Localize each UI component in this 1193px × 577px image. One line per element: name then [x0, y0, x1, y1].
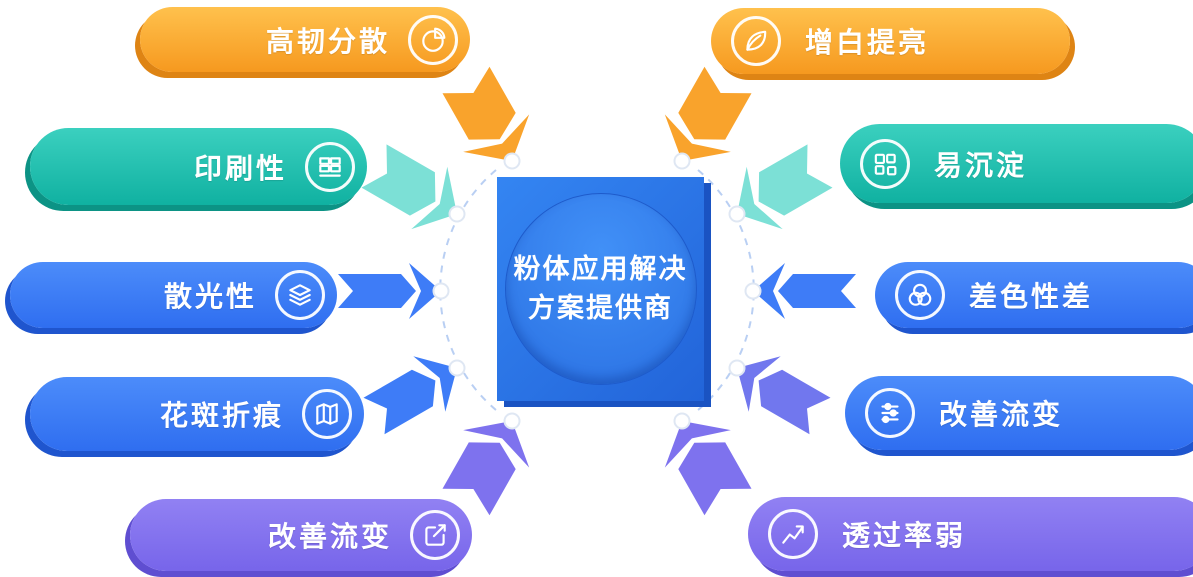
feature-pill-right-1: 增白提亮: [711, 8, 1070, 74]
feature-pill-left-3: 散光性: [10, 262, 337, 328]
connector-arrow-head: [411, 166, 457, 230]
feature-pill-right-2: 易沉淀: [840, 124, 1193, 203]
connector-arrow-shaft: [778, 274, 856, 308]
connector-dot: [673, 152, 691, 170]
connector-arrow-shaft: [758, 144, 833, 216]
connector-arrow-head: [664, 421, 731, 468]
connector-arrow-head: [737, 166, 783, 230]
connector-arrow-head: [409, 263, 441, 319]
sliders-icon: [865, 388, 915, 438]
connector-dot: [448, 205, 466, 223]
connector-dot: [744, 282, 762, 300]
center-title-line1: 粉体应用解决: [513, 253, 688, 284]
pill-label: 透过率弱: [842, 520, 967, 551]
feature-pill-right-4: 改善流变: [845, 376, 1193, 450]
connector-dot: [673, 412, 691, 430]
connector-arrow-shaft: [758, 369, 831, 435]
print-blocks-icon: [305, 141, 355, 192]
color-circles-icon: [895, 270, 945, 320]
pill-label: 散光性: [163, 281, 257, 312]
connector-arrow-head: [463, 421, 530, 468]
connector-dot: [503, 152, 521, 170]
folded-map-icon: [302, 389, 352, 439]
feature-pill-right-3: 差色性差: [875, 262, 1193, 328]
connector-arrow-shaft: [361, 144, 436, 216]
leaf-icon: [731, 16, 781, 66]
connector-dot: [728, 359, 746, 377]
pill-label: 增白提亮: [805, 27, 930, 58]
connector-arrow-head: [737, 356, 781, 412]
trend-line-icon: [768, 509, 818, 559]
center-node: 粉体应用解决 方案提供商: [497, 177, 704, 401]
connector-arrow-shaft: [338, 274, 416, 308]
connector-dot: [432, 282, 450, 300]
connector-dot: [503, 412, 521, 430]
center-title-line2: 方案提供商: [528, 293, 673, 323]
pill-label: 易沉淀: [934, 149, 1028, 181]
feature-pill-left-2: 印刷性: [30, 128, 367, 205]
connector-arrow-shaft: [363, 369, 436, 435]
pill-label: 高韧分散: [265, 25, 390, 57]
connector-arrow-head: [664, 114, 731, 161]
connector-dot: [728, 205, 746, 223]
pencil-arrow-icon: [410, 510, 460, 560]
layers-icon: [275, 270, 325, 320]
pill-label: 印刷性: [193, 152, 287, 184]
pill-label: 花斑折痕: [159, 400, 284, 431]
center-circle: 粉体应用解决 方案提供商: [504, 193, 697, 385]
puzzle-icon: [860, 138, 910, 189]
pill-label: 改善流变: [939, 399, 1064, 430]
connector-arrow-head: [753, 263, 785, 319]
feature-pill-left-1: 高韧分散: [140, 7, 470, 72]
connector-arrow-head: [413, 356, 457, 412]
connector-arrow-shaft: [442, 442, 516, 516]
connector-arrow-shaft: [678, 442, 752, 516]
connector-arrow-shaft: [442, 66, 516, 140]
pill-label: 差色性差: [969, 281, 1094, 312]
feature-pill-right-5: 透过率弱: [748, 497, 1193, 571]
connector-arrow-head: [463, 114, 530, 161]
feature-pill-left-5: 改善流变: [130, 499, 472, 571]
connector-arrow-shaft: [678, 66, 752, 140]
connector-dot: [448, 359, 466, 377]
pill-label: 改善流变: [267, 521, 392, 552]
feature-pill-left-4: 花斑折痕: [30, 377, 364, 451]
pie-chart-icon: [408, 14, 458, 65]
